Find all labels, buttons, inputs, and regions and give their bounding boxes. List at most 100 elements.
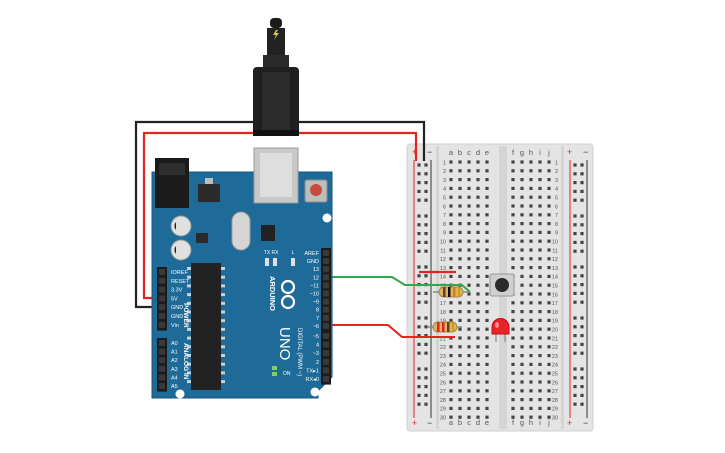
breadboard-hole[interactable] bbox=[476, 371, 480, 375]
breadboard-hole[interactable] bbox=[458, 204, 462, 208]
breadboard-hole[interactable] bbox=[529, 283, 533, 287]
breadboard-hole[interactable] bbox=[520, 222, 524, 226]
breadboard-hole[interactable] bbox=[485, 178, 489, 182]
breadboard-hole[interactable] bbox=[449, 195, 453, 199]
rail-hole[interactable] bbox=[580, 214, 584, 218]
breadboard-hole[interactable] bbox=[449, 389, 453, 393]
rail-hole[interactable] bbox=[573, 325, 577, 329]
breadboard-hole[interactable] bbox=[458, 354, 462, 358]
rail-hole[interactable] bbox=[424, 316, 428, 320]
digital-header-pin[interactable] bbox=[323, 322, 329, 329]
breadboard-hole[interactable] bbox=[538, 266, 542, 270]
breadboard-hole[interactable] bbox=[467, 318, 471, 322]
wire-pin7-red[interactable] bbox=[327, 324, 455, 338]
breadboard-hole[interactable] bbox=[476, 266, 480, 270]
breadboard-hole[interactable] bbox=[538, 310, 542, 314]
breadboard-hole[interactable] bbox=[467, 389, 471, 393]
rail-hole[interactable] bbox=[417, 316, 421, 320]
breadboard-hole[interactable] bbox=[485, 415, 489, 419]
breadboard-hole[interactable] bbox=[476, 283, 480, 287]
breadboard-hole[interactable] bbox=[485, 169, 489, 173]
wire-gnd-black[interactable] bbox=[134, 120, 426, 309]
breadboard-hole[interactable] bbox=[467, 345, 471, 349]
digital-header-pin[interactable] bbox=[323, 306, 329, 313]
breadboard-hole[interactable] bbox=[520, 301, 524, 305]
rail-hole[interactable] bbox=[424, 300, 428, 304]
breadboard-hole[interactable] bbox=[520, 398, 524, 402]
breadboard-hole[interactable] bbox=[485, 204, 489, 208]
breadboard-hole[interactable] bbox=[467, 292, 471, 296]
breadboard-hole[interactable] bbox=[485, 398, 489, 402]
breadboard-hole[interactable] bbox=[511, 362, 515, 366]
breadboard-hole[interactable] bbox=[467, 354, 471, 358]
breadboard-hole[interactable] bbox=[538, 204, 542, 208]
breadboard-hole[interactable] bbox=[511, 371, 515, 375]
breadboard-hole[interactable] bbox=[538, 213, 542, 217]
rail-hole[interactable] bbox=[580, 265, 584, 269]
breadboard-hole[interactable] bbox=[485, 380, 489, 384]
breadboard-hole[interactable] bbox=[467, 230, 471, 234]
led-red[interactable] bbox=[491, 318, 510, 343]
breadboard-hole[interactable] bbox=[467, 415, 471, 419]
breadboard-hole[interactable] bbox=[485, 336, 489, 340]
breadboard-hole[interactable] bbox=[476, 406, 480, 410]
breadboard-hole[interactable] bbox=[529, 310, 533, 314]
breadboard-hole[interactable] bbox=[485, 327, 489, 331]
rail-hole[interactable] bbox=[417, 198, 421, 202]
rail-hole[interactable] bbox=[417, 214, 421, 218]
power-header-pin[interactable] bbox=[159, 295, 165, 302]
rail-hole[interactable] bbox=[424, 334, 428, 338]
rail-hole[interactable] bbox=[417, 172, 421, 176]
rail-hole[interactable] bbox=[424, 393, 428, 397]
rail-hole[interactable] bbox=[424, 214, 428, 218]
breadboard-hole[interactable] bbox=[520, 415, 524, 419]
breadboard-hole[interactable] bbox=[538, 345, 542, 349]
breadboard-hole[interactable] bbox=[511, 186, 515, 190]
power-header-pin[interactable] bbox=[159, 313, 165, 319]
breadboard-hole[interactable] bbox=[485, 274, 489, 278]
arduino-uno-board[interactable]: TX RX L ON ARDUINO UNO DIGITAL (PWM ~) P… bbox=[151, 147, 333, 399]
rail-hole[interactable] bbox=[573, 385, 577, 389]
breadboard-hole[interactable] bbox=[485, 371, 489, 375]
rail-hole[interactable] bbox=[573, 198, 577, 202]
breadboard-hole[interactable] bbox=[511, 248, 515, 252]
breadboard-hole[interactable] bbox=[476, 301, 480, 305]
breadboard-hole[interactable] bbox=[476, 336, 480, 340]
breadboard-hole[interactable] bbox=[476, 257, 480, 261]
digital-header-pin[interactable] bbox=[323, 367, 329, 374]
breadboard-hole[interactable] bbox=[520, 292, 524, 296]
breadboard-hole[interactable] bbox=[449, 178, 453, 182]
breadboard-hole[interactable] bbox=[520, 230, 524, 234]
breadboard-hole[interactable] bbox=[511, 213, 515, 217]
rail-hole[interactable] bbox=[573, 189, 577, 193]
rail-hole[interactable] bbox=[573, 300, 577, 304]
breadboard-hole[interactable] bbox=[547, 406, 551, 410]
breadboard-hole[interactable] bbox=[449, 274, 453, 278]
breadboard-hole[interactable] bbox=[449, 380, 453, 384]
rail-hole[interactable] bbox=[424, 249, 428, 253]
power-header-pin[interactable] bbox=[159, 304, 165, 311]
breadboard-hole[interactable] bbox=[511, 178, 515, 182]
breadboard-hole[interactable] bbox=[547, 230, 551, 234]
rail-hole[interactable] bbox=[417, 240, 421, 244]
breadboard-hole[interactable] bbox=[547, 257, 551, 261]
breadboard-hole[interactable] bbox=[449, 169, 453, 173]
breadboard-hole[interactable] bbox=[458, 362, 462, 366]
breadboard-hole[interactable] bbox=[449, 345, 453, 349]
breadboard-hole[interactable] bbox=[520, 178, 524, 182]
breadboard-hole[interactable] bbox=[449, 362, 453, 366]
breadboard-hole[interactable] bbox=[538, 362, 542, 366]
breadboard-hole[interactable] bbox=[458, 336, 462, 340]
rail-hole[interactable] bbox=[573, 351, 577, 355]
breadboard-hole[interactable] bbox=[476, 398, 480, 402]
breadboard-hole[interactable] bbox=[529, 169, 533, 173]
digital-header-pin[interactable] bbox=[323, 298, 329, 305]
breadboard-hole[interactable] bbox=[458, 213, 462, 217]
rail-hole[interactable] bbox=[417, 334, 421, 338]
breadboard-hole[interactable] bbox=[547, 345, 551, 349]
rail-hole[interactable] bbox=[424, 325, 428, 329]
breadboard-hole[interactable] bbox=[476, 204, 480, 208]
breadboard-hole[interactable] bbox=[511, 345, 515, 349]
breadboard-hole[interactable] bbox=[449, 266, 453, 270]
breadboard-hole[interactable] bbox=[529, 230, 533, 234]
